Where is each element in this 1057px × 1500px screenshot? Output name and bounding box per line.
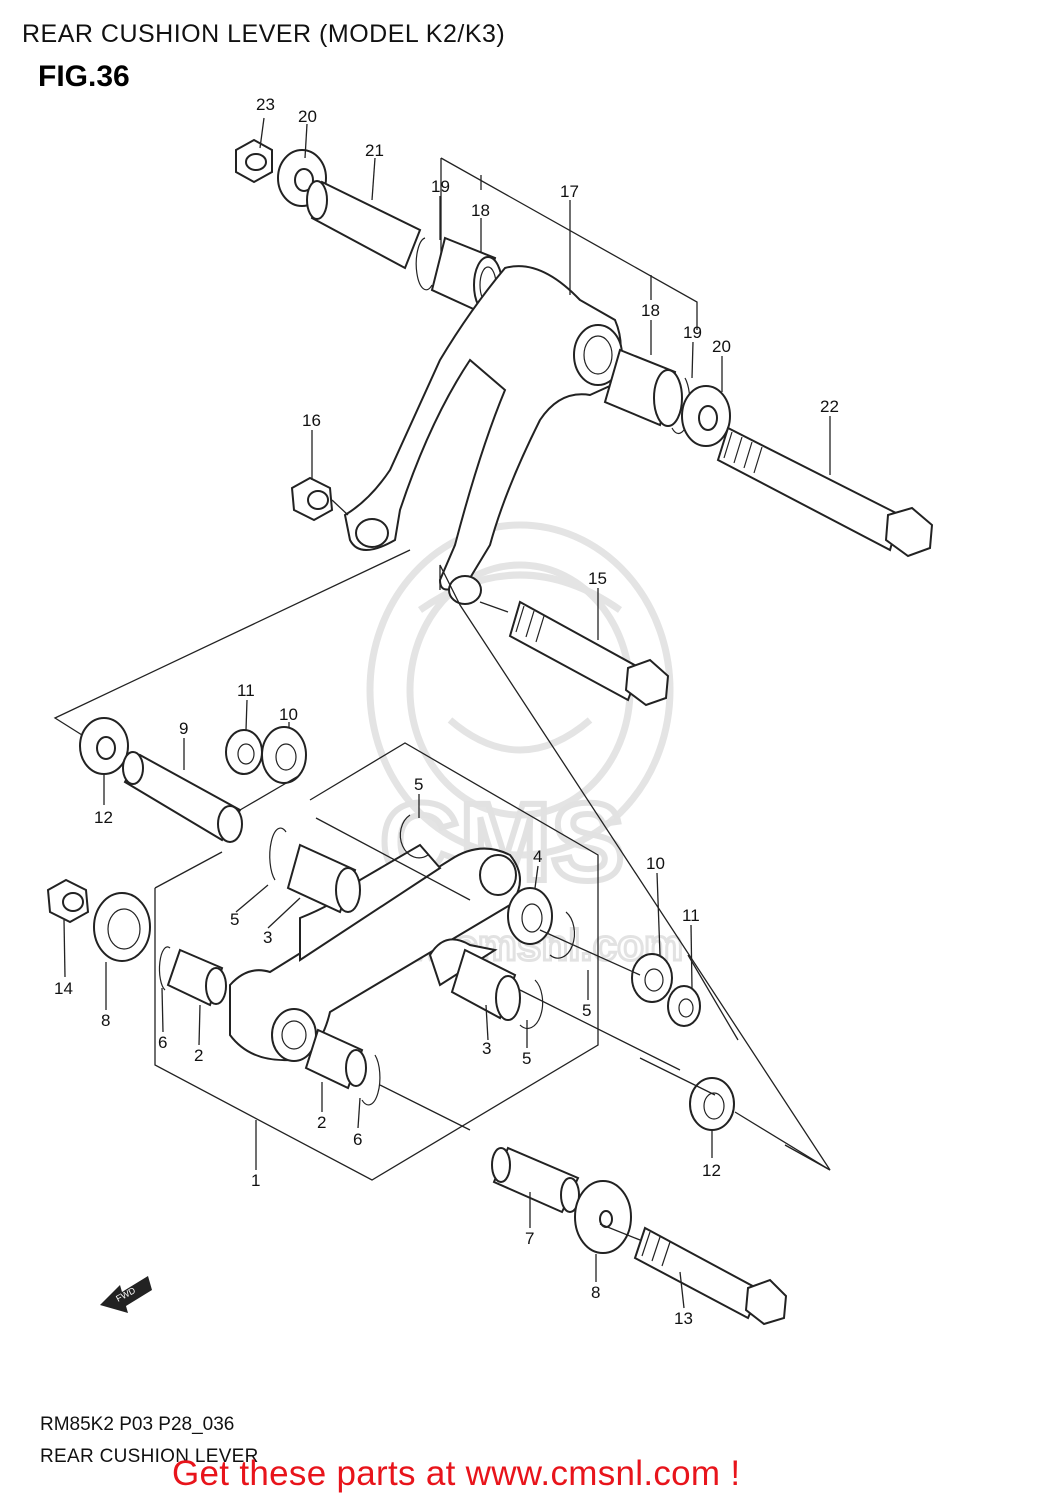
part-bearing-18-right[interactable]	[603, 348, 683, 427]
part-washer-8-lower[interactable]	[574, 1180, 632, 1254]
diagram-code: RM85K2 P03 P28_036	[40, 1414, 235, 1435]
part-cushion-rod-1[interactable]	[229, 843, 521, 1062]
page-title: REAR CUSHION LEVER (MODEL K2/K3)	[22, 20, 506, 48]
part-bearing-3-lower[interactable]	[450, 948, 521, 1021]
part-circlip-5-b[interactable]	[549, 911, 575, 959]
part-washer-12-left[interactable]	[79, 717, 129, 775]
callout-labels: 23 20 21 19 18 17 18 19 20 22 16 15 11 1…	[54, 95, 839, 1328]
callout-3-upper: 3	[263, 928, 272, 947]
part-cushion-lever-17[interactable]	[343, 265, 623, 605]
callout-19-right: 19	[683, 323, 702, 342]
part-circlip-6-lower[interactable]	[361, 1054, 381, 1106]
callout-18-right: 18	[641, 301, 660, 320]
part-washer-20-right[interactable]	[681, 385, 731, 447]
part-spacer-21[interactable]	[306, 180, 422, 270]
callout-11: 11	[237, 681, 255, 700]
callout-7: 7	[525, 1229, 534, 1248]
part-bolt-22[interactable]	[716, 426, 934, 558]
callout-5-right: 5	[582, 1001, 591, 1020]
figure-number: FIG.36	[38, 60, 130, 93]
callout-6: 6	[158, 1033, 167, 1052]
part-circlip-6-left[interactable]	[158, 946, 171, 991]
upper-group-bracket	[440, 157, 698, 330]
callout-1: 1	[251, 1171, 260, 1190]
part-circlip-5-c[interactable]	[519, 979, 544, 1029]
part-circlip-19-left[interactable]	[415, 237, 433, 291]
callout-8: 8	[101, 1011, 110, 1030]
fwd-arrow-icon: FWD	[100, 1276, 152, 1313]
callout-leaders	[63, 117, 831, 1309]
part-washer-8-left[interactable]	[93, 892, 151, 962]
callout-17: 17	[560, 182, 579, 201]
part-circlip-5-a[interactable]	[269, 827, 287, 881]
part-nut-23[interactable]	[235, 138, 273, 184]
callout-6-lower: 6	[353, 1130, 362, 1149]
part-sleeve-9[interactable]	[122, 751, 243, 843]
callout-19: 19	[431, 177, 450, 196]
callout-5-top: 5	[414, 775, 423, 794]
diagram-footer-title: REAR CUSHION LEVER	[40, 1446, 259, 1467]
assembly-guide-lines	[53, 499, 831, 1171]
callout-23: 23	[256, 95, 275, 114]
part-seal-11-left[interactable]	[225, 729, 263, 775]
callout-14: 14	[54, 979, 73, 998]
lever-group-outline	[154, 742, 599, 1181]
callout-10: 10	[279, 705, 298, 724]
callout-18: 18	[471, 201, 490, 220]
callout-8-lower: 8	[591, 1283, 600, 1302]
callout-15: 15	[588, 569, 607, 588]
callout-22: 22	[820, 397, 839, 416]
callout-9: 9	[179, 719, 188, 738]
part-bearing-2-left[interactable]	[166, 948, 227, 1007]
callout-13: 13	[674, 1309, 693, 1328]
callout-4: 4	[533, 847, 542, 866]
callout-10-right: 10	[646, 854, 665, 873]
part-circlip-5-top[interactable]	[399, 814, 429, 859]
part-nut-16[interactable]	[290, 476, 334, 522]
part-bolt-15[interactable]	[508, 600, 670, 707]
part-seal-10-right[interactable]	[631, 953, 673, 1003]
callout-11-right: 11	[682, 906, 700, 925]
lower-guide-lines	[239, 774, 831, 1241]
part-seal-11-right[interactable]	[667, 985, 701, 1027]
callout-12-right: 12	[702, 1161, 721, 1180]
callout-5-lower: 5	[522, 1049, 531, 1068]
callout-2-lower: 2	[317, 1113, 326, 1132]
callout-3-lower: 3	[482, 1039, 491, 1058]
part-sleeve-7[interactable]	[491, 1146, 580, 1214]
callout-16: 16	[302, 411, 321, 430]
part-bushing-4[interactable]	[507, 887, 553, 945]
callout-20-right: 20	[712, 337, 731, 356]
callout-5-left: 5	[230, 910, 239, 929]
shop-link[interactable]: Get these parts at www.cmsnl.com !	[172, 1454, 741, 1493]
part-bearing-2-lower[interactable]	[304, 1028, 367, 1090]
callout-12: 12	[94, 808, 113, 827]
part-bolt-13[interactable]	[633, 1226, 788, 1326]
callout-2: 2	[194, 1046, 203, 1065]
part-nut-14[interactable]	[46, 878, 90, 924]
callout-21: 21	[365, 141, 384, 160]
part-bearing-3-upper[interactable]	[286, 843, 361, 914]
part-seal-10-left[interactable]	[261, 726, 307, 784]
callout-20: 20	[298, 107, 317, 126]
